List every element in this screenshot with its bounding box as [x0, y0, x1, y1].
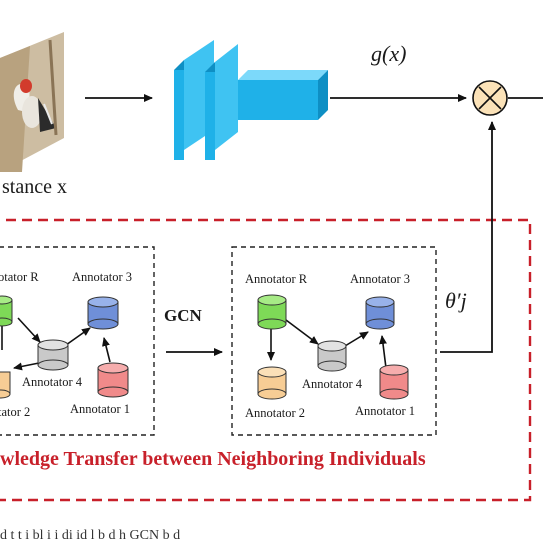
right-annotator-1-label: Annotator 1 — [355, 404, 416, 418]
left-cylinder-4 — [37, 339, 69, 371]
gcn-label: GCN — [164, 306, 202, 325]
right-annotator-4-label: Annotator 4 — [302, 377, 363, 391]
right-annotator-3-label: Annotator 3 — [350, 272, 411, 286]
right-annotator-r-label: Annotator R — [245, 272, 308, 286]
multiply-operator-icon — [472, 80, 508, 116]
left-cylinder-3 — [87, 296, 119, 330]
knowledge-transfer-title: wledge Transfer between Neighboring Indi… — [0, 448, 426, 470]
left-annotator-r-label: otator R — [0, 270, 39, 284]
input-instance-label: stance x — [2, 176, 67, 198]
right-cylinder-3 — [365, 296, 395, 330]
cnn-network-icon — [174, 40, 328, 160]
left-annotator-3-label: Annotator 3 — [72, 270, 133, 284]
right-graph-edges — [267, 319, 387, 369]
left-cylinder-1 — [97, 362, 129, 398]
left-annotator-4-label: Annotator 4 — [22, 375, 83, 389]
right-cylinder-2 — [257, 366, 287, 400]
left-cylinder-r — [0, 295, 13, 327]
right-graph-box — [231, 246, 437, 436]
knowledge-transfer-box — [0, 218, 532, 502]
bird-image — [0, 32, 64, 172]
left-annotator-1-label: Annotator 1 — [70, 402, 131, 416]
feature-function-label: g(x) — [371, 41, 407, 66]
right-annotator-2-label: Annotator 2 — [245, 406, 306, 420]
right-cylinder-r — [257, 294, 287, 330]
left-graph-box — [0, 246, 155, 436]
left-cylinder-2 — [0, 371, 11, 399]
right-cylinder-4 — [317, 340, 347, 372]
left-annotator-2-label: tator 2 — [0, 405, 31, 419]
caption-fragment: d t t i bl i i di id l b d h GCN b d — [0, 528, 181, 543]
right-cylinder-1 — [379, 364, 409, 400]
theta-connector-arrow — [440, 121, 496, 353]
theta-parameter-label: θ′j — [445, 288, 467, 313]
